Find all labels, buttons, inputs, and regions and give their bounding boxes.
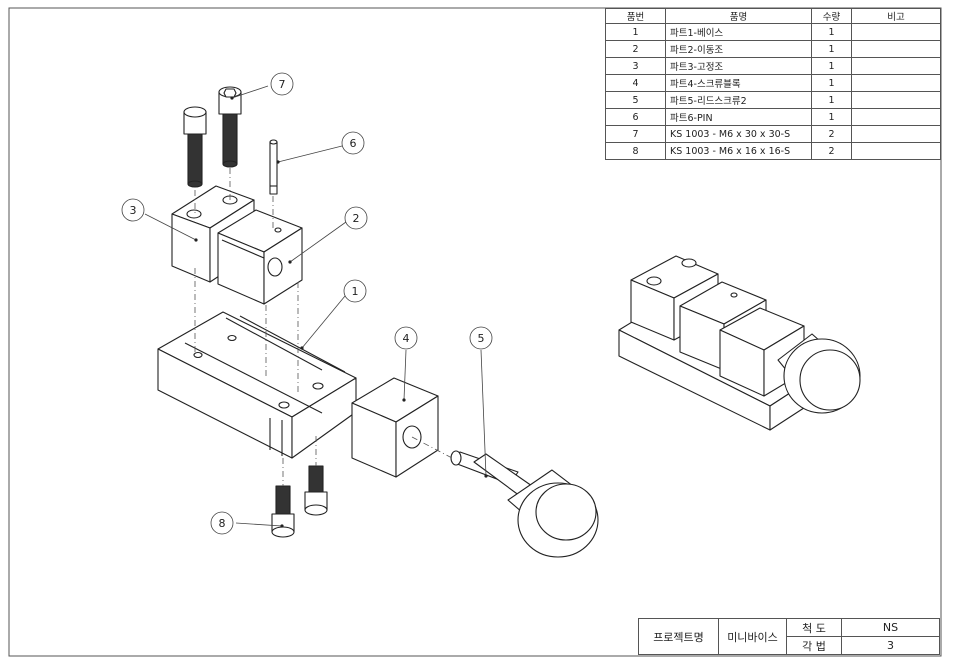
angle-value: 3 <box>841 636 940 655</box>
part-moving-jaw <box>217 209 303 305</box>
bom-cell-name: KS 1003 - M6 x 16 x 16-S <box>665 142 812 160</box>
bom-cell-name: 파트3-고정조 <box>665 57 812 75</box>
balloon-label: 6 <box>350 137 357 150</box>
table-row: 1 파트1-베이스 1 <box>605 23 941 41</box>
bom-cell-qty: 1 <box>811 74 852 92</box>
balloon-label: 2 <box>353 212 360 225</box>
table-row: 8 KS 1003 - M6 x 16 x 16-S 2 <box>605 142 941 160</box>
part-short-screw-left <box>271 485 295 538</box>
balloon-label: 4 <box>403 332 410 345</box>
bom-cell-note <box>851 142 941 160</box>
table-row: 6 파트6-PIN 1 <box>605 108 941 126</box>
table-row: 5 파트5-리드스크류2 1 <box>605 91 941 109</box>
bom-cell-qty: 1 <box>811 108 852 126</box>
center-lines <box>194 168 453 486</box>
bom-cell-name: KS 1003 - M6 x 30 x 30-S <box>665 125 812 143</box>
balloon-label: 5 <box>478 332 485 345</box>
bom-cell-no: 2 <box>605 40 666 58</box>
table-row: 7 KS 1003 - M6 x 30 x 30-S 2 <box>605 125 941 143</box>
table-row: 3 파트3-고정조 1 <box>605 57 941 75</box>
balloons: 1 2 3 4 5 6 7 8 <box>121 72 493 535</box>
project-name: 미니바이스 <box>718 618 787 655</box>
bom-cell-no: 3 <box>605 57 666 75</box>
leader-dots <box>194 96 488 528</box>
bom-cell-note <box>851 91 941 109</box>
exploded-view <box>157 86 599 558</box>
balloon-6: 6 <box>341 131 365 155</box>
bom-cell-note <box>851 40 941 58</box>
sheet-border <box>8 7 942 657</box>
balloon-8: 8 <box>210 511 234 535</box>
bom-header-name: 품명 <box>665 8 812 24</box>
bom-cell-note <box>851 74 941 92</box>
bom-cell-no: 7 <box>605 125 666 143</box>
part-base <box>157 311 357 459</box>
angle-label: 각 법 <box>786 636 842 655</box>
bom-cell-note <box>851 57 941 75</box>
bom-cell-no: 5 <box>605 91 666 109</box>
balloon-1: 1 <box>343 279 367 303</box>
part-pin <box>269 139 278 195</box>
balloon-2: 2 <box>344 206 368 230</box>
bom-header-no: 품번 <box>605 8 666 24</box>
bom-cell-qty: 2 <box>811 142 852 160</box>
balloon-label: 7 <box>279 78 286 91</box>
bom-cell-note <box>851 23 941 41</box>
bom-cell-name: 파트6-PIN <box>665 108 812 126</box>
part-long-screw-left <box>183 106 207 188</box>
part-short-screw-right <box>304 465 328 516</box>
bom-cell-qty: 1 <box>811 91 852 109</box>
bom-cell-no: 1 <box>605 23 666 41</box>
bom-cell-qty: 1 <box>811 23 852 41</box>
title-block: 프로젝트명 미니바이스 척 도 NS 각 법 3 <box>638 618 940 655</box>
bom-header-qty: 수량 <box>811 8 852 24</box>
bom-cell-no: 4 <box>605 74 666 92</box>
bom-cell-note <box>851 108 941 126</box>
balloon-7: 7 <box>270 72 294 96</box>
balloon-label: 1 <box>352 285 359 298</box>
leader-lines <box>144 85 487 527</box>
bom-header-note: 비고 <box>851 8 941 24</box>
bom-cell-name: 파트1-베이스 <box>665 23 812 41</box>
bom-cell-qty: 2 <box>811 125 852 143</box>
balloon-label: 3 <box>130 204 137 217</box>
table-row: 4 파트4-스크류블록 1 <box>605 74 941 92</box>
bom-cell-name: 파트5-리드스크류2 <box>665 91 812 109</box>
part-screw-block <box>351 377 439 478</box>
bom-cell-qty: 1 <box>811 40 852 58</box>
bom-cell-no: 8 <box>605 142 666 160</box>
bom-cell-name: 파트2-이동조 <box>665 40 812 58</box>
scale-label: 척 도 <box>786 618 842 637</box>
part-lead-screw <box>450 450 599 558</box>
balloon-5: 5 <box>469 326 493 350</box>
bom-cell-name: 파트4-스크류블록 <box>665 74 812 92</box>
bom-table: 품번 품명 수량 비고 1 파트1-베이스 1 2 파트2-이동조 1 3 파트… <box>605 8 941 160</box>
bom-cell-qty: 1 <box>811 57 852 75</box>
scale-value: NS <box>841 618 940 637</box>
balloon-4: 4 <box>394 326 418 350</box>
project-label: 프로젝트명 <box>638 618 719 655</box>
bom-cell-note <box>851 125 941 143</box>
table-row: 2 파트2-이동조 1 <box>605 40 941 58</box>
balloon-3: 3 <box>121 198 145 222</box>
part-long-screw-right <box>218 86 242 168</box>
bom-cell-no: 6 <box>605 108 666 126</box>
bom-header-row: 품번 품명 수량 비고 <box>605 8 941 24</box>
balloon-label: 8 <box>219 517 226 530</box>
assembled-view <box>618 255 861 431</box>
